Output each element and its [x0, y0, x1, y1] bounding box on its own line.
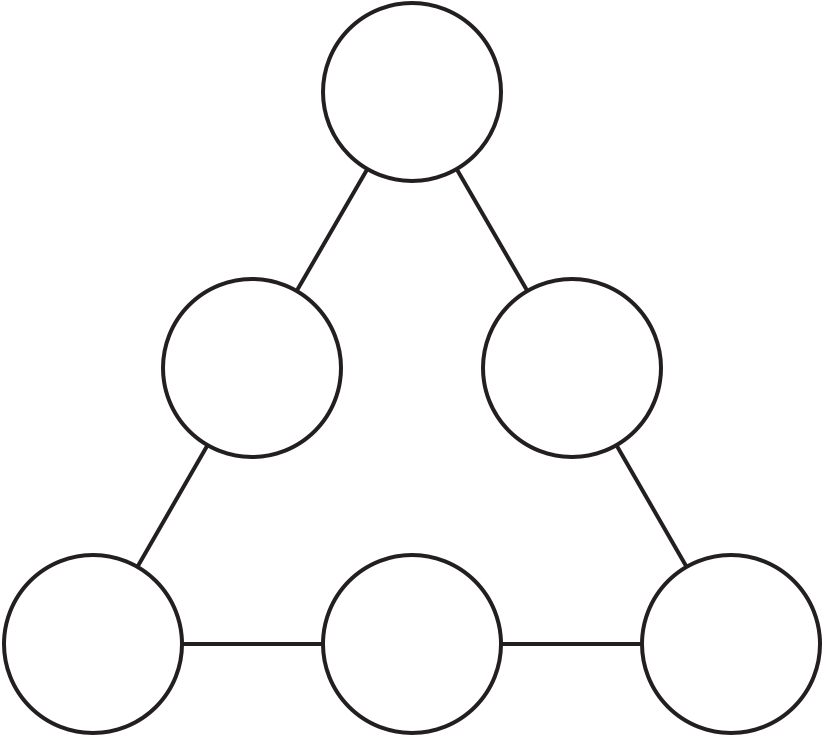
node-middle-left — [161, 277, 343, 459]
node-circle-bottom-left — [2, 553, 184, 735]
node-top — [321, 1, 503, 183]
edge-top-to-middle-left — [294, 167, 370, 293]
node-bottom-right — [640, 553, 822, 735]
edges-layer — [135, 167, 689, 646]
edge-middle-left-to-bottom-left — [135, 444, 210, 568]
node-middle-right — [481, 277, 663, 459]
node-bottom-left — [2, 553, 184, 735]
node-circle-middle-right — [481, 277, 663, 459]
node-circle-bottom-right — [640, 553, 822, 735]
node-bottom-center — [321, 553, 503, 735]
node-circle-bottom-center — [321, 553, 503, 735]
node-circle-top — [321, 1, 503, 183]
edge-top-to-middle-right — [454, 167, 530, 293]
edge-middle-right-to-bottom-right — [614, 444, 689, 568]
node-circle-middle-left — [161, 277, 343, 459]
